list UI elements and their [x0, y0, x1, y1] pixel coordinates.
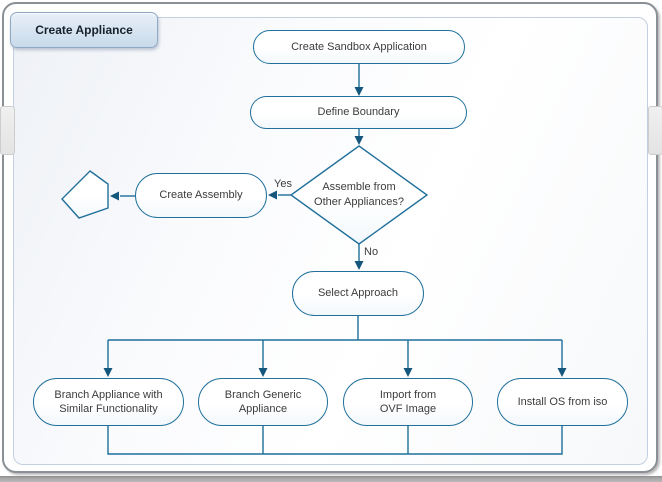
left-pane-handle[interactable] — [0, 106, 15, 155]
node-label: Create Sandbox Application — [291, 40, 427, 53]
node-import-from-ovf[interactable]: Import from OVF Image — [343, 378, 473, 426]
edge-bottom-merge-bus — [107, 426, 563, 455]
arrowhead-into-import-ovf — [403, 368, 413, 377]
arrowhead-into-define-boundary — [354, 87, 364, 96]
node-create-sandbox-application[interactable]: Create Sandbox Application — [253, 30, 465, 64]
node-install-os-from-iso[interactable]: Install OS from iso — [497, 378, 628, 426]
diagram-title: Create Appliance — [35, 23, 133, 37]
node-branch-appliance-similar[interactable]: Branch Appliance with Similar Functional… — [33, 378, 184, 426]
node-label-line2: Appliance — [238, 403, 288, 415]
edge-label-yes: Yes — [274, 178, 292, 190]
node-label-line1: Branch Appliance with — [54, 388, 163, 401]
arrowhead-into-create-assembly — [268, 190, 277, 200]
node-label-line1: Import from — [379, 388, 437, 401]
arrowhead-into-terminator — [110, 191, 119, 201]
decision-diamond-shape[interactable] — [289, 145, 429, 245]
node-label-line1: Branch Generic — [224, 388, 302, 401]
node-label-line2: OVF Image — [379, 403, 437, 415]
pentagon-terminator-shape[interactable] — [61, 170, 109, 219]
arrowhead-into-decision — [354, 136, 364, 145]
arrowhead-into-branch-similar — [103, 368, 113, 377]
arrowhead-into-branch-generic — [258, 368, 268, 377]
node-create-assembly[interactable]: Create Assembly — [135, 173, 267, 218]
node-label: Select Approach — [317, 287, 399, 300]
node-select-approach[interactable]: Select Approach — [292, 271, 424, 316]
decision-diamond-label: Assemble from Other Appliances? — [294, 180, 424, 210]
node-define-boundary[interactable]: Define Boundary — [250, 96, 467, 129]
arrowhead-into-install-os — [557, 368, 567, 377]
edge-select-approach-fanout — [107, 316, 563, 369]
bottom-gray-band — [0, 476, 662, 482]
arrowhead-into-select-approach — [354, 261, 364, 270]
right-pane-handle[interactable] — [648, 106, 662, 155]
node-label: Create Assembly — [159, 189, 243, 202]
node-branch-generic-appliance[interactable]: Branch Generic Appliance — [198, 378, 328, 426]
diagram-title-tab[interactable]: Create Appliance — [10, 12, 158, 48]
edge-label-no: No — [364, 246, 379, 258]
node-label: Define Boundary — [317, 106, 400, 119]
decision-label-line1: Assemble from — [322, 181, 396, 193]
node-label: Install OS from iso — [517, 395, 608, 408]
decision-label-line2: Other Appliances? — [314, 195, 404, 208]
node-label-line2: Similar Functionality — [59, 403, 158, 415]
